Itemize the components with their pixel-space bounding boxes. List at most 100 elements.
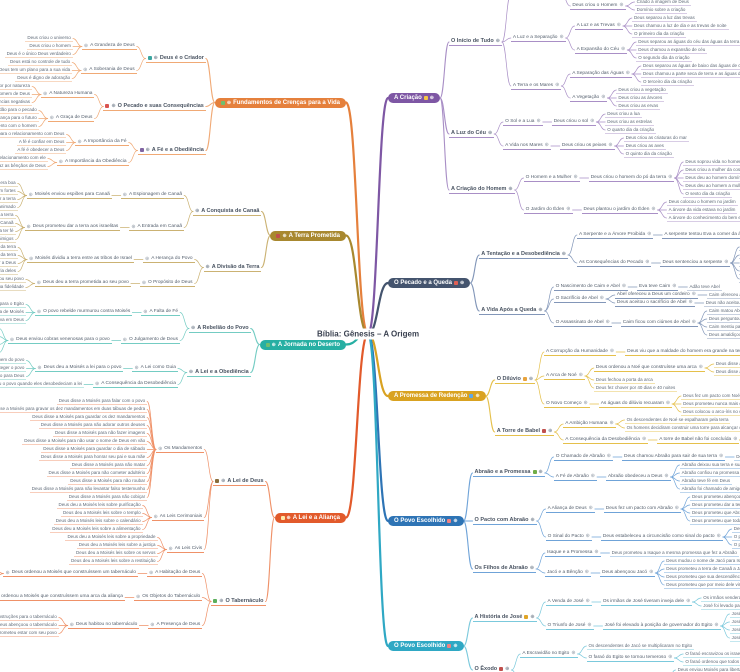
topic-node[interactable]: O Assassinato de Abel⊕ <box>553 320 612 327</box>
leaf-node[interactable]: Deus disse a Moisés para não cometer adu… <box>46 470 148 477</box>
topic-node[interactable]: A Graça de Deus⊕ <box>47 115 95 122</box>
leaf-node[interactable]: A lei era para o bem do povo <box>0 357 27 364</box>
topic-node[interactable]: Abraão e a Promessa⊕ <box>472 469 545 477</box>
topic-node[interactable]: A Expansão do Céu⊕ <box>574 47 628 54</box>
collapse-icon[interactable]: ⊕ <box>37 364 42 371</box>
collapse-icon[interactable]: ⊕ <box>619 2 624 8</box>
collapse-icon[interactable]: ⊕ <box>578 372 583 378</box>
topic-node[interactable]: A Natureza Humana⊕ <box>41 90 95 98</box>
leaf-node[interactable]: Deus é o único Deus verdadeiro <box>4 51 73 58</box>
leaf-node[interactable]: Deus amaldiçoou Caim <box>706 332 740 339</box>
collapse-icon[interactable]: ⊕ <box>143 308 148 315</box>
collapse-icon[interactable]: ⊕ <box>508 186 513 192</box>
leaf-node[interactable]: Deus deseja o relacionamento com o homem <box>0 123 39 130</box>
topic-node[interactable]: A Vida nos Mares⊕ <box>503 143 551 150</box>
topic-node[interactable]: Deus sentenciou a serpente⊕ <box>660 260 731 267</box>
leaf-node[interactable]: Moisés estabeleceu as fronteiras da terr… <box>0 252 19 259</box>
leaf-node[interactable]: José interpretou os sonhos do faraó <box>729 611 740 618</box>
leaf-node[interactable]: Deus disse a Moisés para guardar o dia d… <box>41 446 148 453</box>
topic-node[interactable]: Deus aceitou o sacrifício de Abel⊕ <box>614 300 695 307</box>
collapse-icon[interactable]: ⊕ <box>131 223 136 230</box>
leaf-node[interactable]: Deus deu ao homem a mulher como companhe… <box>683 183 740 190</box>
topic-node[interactable]: A Criação do Homem⊕ <box>449 186 515 194</box>
collapse-icon[interactable]: ⊕ <box>621 283 627 289</box>
collapse-icon[interactable]: ⊕ <box>588 505 593 511</box>
collapse-icon[interactable]: ⊕ <box>585 533 590 539</box>
topic-node[interactable]: A Consequência da Desobediência⊕ <box>563 437 649 444</box>
topic-node[interactable]: Deus habitou no tabernáculo⊕ <box>67 622 140 629</box>
topic-node[interactable]: A serpente tentou Eva a comer da árvore … <box>662 232 740 239</box>
topic-node[interactable]: Deus deu a Moisés a lei para o povo⊕ <box>35 364 124 372</box>
collapse-icon[interactable]: ⊕ <box>601 94 606 100</box>
collapse-icon[interactable]: ⊕ <box>429 95 434 101</box>
leaf-node[interactable]: Deus deu a Moisés a vitória sobre os ini… <box>0 236 16 243</box>
topic-node[interactable]: Deus chamou Abraão para sair de sua terr… <box>621 454 726 461</box>
leaf-node[interactable]: Deus criou as criaturas do mar <box>623 135 689 142</box>
leaf-node[interactable]: Os irmãos venderam José como escravo <box>701 595 740 602</box>
topic-node[interactable]: Deus prometeu dar a terra aos israelitas… <box>24 224 121 231</box>
leaf-node[interactable]: Deus disse a Noé para levar os animais p… <box>713 369 740 376</box>
collapse-icon[interactable]: ⊕ <box>594 549 599 555</box>
topic-node[interactable]: Deus criou o homem do pó da terra⊕ <box>588 175 675 182</box>
leaf-node[interactable]: Deus prometeu que por meio dele viriam b… <box>664 582 740 589</box>
collapse-icon[interactable]: ⊕ <box>590 118 595 124</box>
leaf-node[interactable]: Deus prometeu estar com seu povo <box>0 630 59 637</box>
leaf-node[interactable]: O terceiro dia da criação <box>640 79 694 86</box>
leaf-node[interactable]: Deus disse a Moisés para falar com o pov… <box>56 398 148 405</box>
leaf-node[interactable]: José perdoou seus irmãos <box>729 635 740 642</box>
leaf-node[interactable]: Domínio sobre a criação <box>634 7 688 14</box>
collapse-icon[interactable]: ⊕ <box>733 436 738 442</box>
leaf-node[interactable]: O sexto dia da criação <box>683 191 733 198</box>
leaf-node[interactable]: Deus deu a Moisés leis sobre a restituiç… <box>68 558 158 565</box>
topic-node[interactable]: Deus criou o sol⊕ <box>551 118 597 126</box>
leaf-node[interactable]: Abraão deixou sua terra e sua casa <box>679 462 740 469</box>
topic-node[interactable]: A Divisão da Terra⊕ <box>203 264 262 272</box>
topic-node[interactable]: A Fé e a Obediência⊕ <box>137 147 206 155</box>
topic-node[interactable]: Deus estabeleceu a circuncisão como sina… <box>600 534 723 541</box>
topic-node[interactable]: A Luz e as Trevas⊕ <box>574 23 623 30</box>
leaf-node[interactable]: Deus prometeu que sua descendência seria… <box>664 574 740 581</box>
leaf-node[interactable]: Deus disse a Moisés para não levantar fa… <box>29 486 148 493</box>
leaf-node[interactable]: O faraó ordenou que todos os filhos recé… <box>683 659 740 666</box>
collapse-icon[interactable]: ⊕ <box>698 364 703 370</box>
leaf-node[interactable]: Deus perguntou a Caim onde estava Abel <box>706 316 740 323</box>
leaf-node[interactable]: Deus criou as estrelas <box>605 119 654 126</box>
topic-node[interactable]: A Presença de Deus⊕ <box>148 622 203 629</box>
collapse-icon[interactable]: ⊕ <box>538 307 543 313</box>
leaf-node[interactable]: Deus fez chover por 40 dias e 40 noites <box>593 385 678 392</box>
collapse-icon[interactable]: ⊕ <box>668 654 673 660</box>
leaf-node[interactable]: Caim matou Abel no campo <box>706 308 740 315</box>
leaf-node[interactable]: Deus está no controle de tudo <box>8 59 73 66</box>
collapse-icon[interactable]: ⊕ <box>674 505 679 511</box>
topic-node[interactable]: Deus enviou cobras venenosas para o povo… <box>7 337 112 344</box>
collapse-icon[interactable]: ⊕ <box>584 569 589 575</box>
topic-node[interactable]: Eva teve Caim⊕ <box>637 284 679 291</box>
collapse-icon[interactable]: ⊕ <box>555 82 560 88</box>
collapse-icon[interactable]: ⊕ <box>609 420 614 426</box>
collapse-icon[interactable]: ⊕ <box>587 622 592 628</box>
topic-node[interactable]: A Arca de Noé⊕ <box>544 373 585 380</box>
topic-node[interactable]: O povo rebelde murmurou contra Moisés⊕ <box>34 309 133 316</box>
leaf-node[interactable]: Deus disse a Moisés para não fazer image… <box>53 430 148 437</box>
collapse-icon[interactable]: ⊕ <box>691 291 696 297</box>
collapse-icon[interactable]: ⊕ <box>168 545 173 552</box>
leaf-node[interactable]: Deus disse a Moisés para não roubar <box>68 478 148 485</box>
leaf-node[interactable]: Deus deu a Moisés leis sobre o templo <box>61 510 143 517</box>
leaf-node[interactable]: Deus disse a Moisés para gravar os dez m… <box>0 406 148 413</box>
topic-node[interactable]: A Soberania de Deus⊕ <box>81 67 137 74</box>
collapse-icon[interactable]: ⊕ <box>686 598 691 604</box>
collapse-icon[interactable]: ⊕ <box>544 142 549 148</box>
collapse-icon[interactable]: ⊕ <box>43 90 48 97</box>
collapse-icon[interactable]: ⊕ <box>77 138 82 145</box>
leaf-node[interactable]: Deus oferece perdão para o pecado <box>0 107 39 114</box>
topic-node[interactable]: Caim ficou com ciúmes de Abel⊕ <box>620 320 698 327</box>
leaf-node[interactable]: Deus chamou a luz de dia e as trevas de … <box>631 23 729 30</box>
leaf-node[interactable]: José preparou o Egito para a fome <box>729 619 740 626</box>
branch-pill-o-povo-escolhido-2[interactable]: O Povo Escolhido⊕ <box>388 641 464 651</box>
topic-node[interactable]: A Escravidão no Egito⊕ <box>520 651 578 658</box>
topic-node[interactable]: A Serpente e a Árvore Proibida⊕ <box>577 232 654 239</box>
topic-node[interactable]: A Terra e os Mares⊕ <box>510 82 562 90</box>
collapse-icon[interactable]: ⊕ <box>191 324 196 331</box>
collapse-icon[interactable]: ⊕ <box>590 473 595 479</box>
topic-node[interactable]: A Conquista de Canaã⊕ <box>193 208 262 216</box>
